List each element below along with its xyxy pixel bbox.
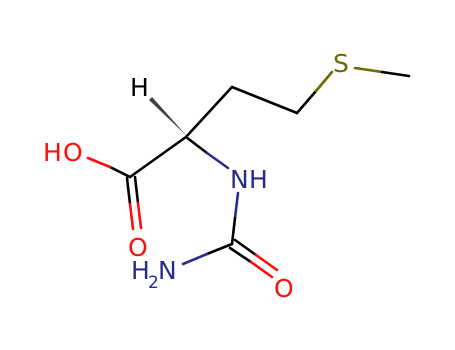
atom-label-amine-n: N xyxy=(158,256,177,285)
bond-urea-o-1-oxygen xyxy=(249,260,274,279)
bond-nh-urea-nitrogen xyxy=(233,191,240,220)
bond-carboxyl-oh-oxygen xyxy=(86,156,112,169)
bond-urea-o-1-carbon xyxy=(228,246,253,264)
bond-gamma-s-sulfur xyxy=(314,70,334,93)
bond-carboxyl-o-2-carbon xyxy=(133,175,140,205)
atom-label-nh-n: N xyxy=(230,165,249,194)
bond-carboxyl-o-1-carbon xyxy=(125,176,132,206)
atom-label-amine-subscript: 2 xyxy=(148,273,159,293)
atom-label-urea-o: O xyxy=(274,274,294,303)
bond-alpha-beta xyxy=(184,85,234,139)
bond-beta-gamma xyxy=(230,85,299,115)
atom-label-hydroxyl-o: O xyxy=(63,138,83,167)
bond-s-methyl-carbon xyxy=(380,70,411,78)
bond-urea-nh2-nitrogen xyxy=(181,252,209,266)
bond-carboxyl-o-1-oxygen xyxy=(128,202,135,231)
bond-alpha-carboxyl xyxy=(128,135,188,179)
bond-alpha-nh-nitrogen xyxy=(205,151,230,170)
atom-label-h: H xyxy=(130,73,149,102)
atom-label-nh-h: H xyxy=(249,165,268,194)
bond-urea-o-2-oxygen xyxy=(254,253,279,272)
atom-label-sulfur: S xyxy=(333,49,349,78)
atom-label-hydroxyl-h: H xyxy=(43,138,62,167)
bond-carboxyl-o-2-oxygen xyxy=(136,201,143,230)
bond-nh-urea-carbon xyxy=(230,216,237,246)
atom-label-amine-h: H xyxy=(131,256,150,285)
atom-label-carbonyl-o: O xyxy=(128,233,148,262)
wedge-bond-alpha-h xyxy=(149,97,190,139)
bond-alpha-nh-carbon xyxy=(184,135,209,155)
bond-carboxyl-oh-carbon xyxy=(108,165,132,179)
bond-urea-nh2-carbon xyxy=(205,242,234,256)
bond-urea-o-2-carbon xyxy=(233,238,258,257)
bond-s-methyl-sulfur xyxy=(353,66,384,74)
bond-gamma-s-carbon xyxy=(295,89,318,115)
